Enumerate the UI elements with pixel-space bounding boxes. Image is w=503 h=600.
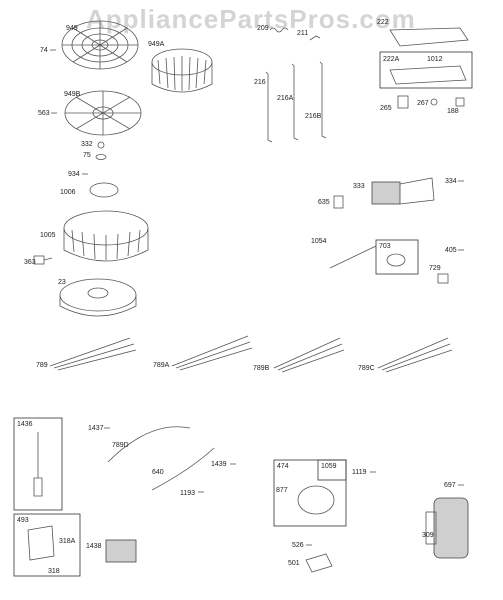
label-635: 635 — [318, 199, 330, 206]
label-1006: 1006 — [60, 189, 76, 196]
label-267: 267 — [417, 100, 429, 107]
part-949-shroud[interactable] — [61, 20, 139, 70]
part-265[interactable] — [397, 95, 409, 109]
label-1005: 1005 — [40, 232, 56, 239]
label-1054: 1054 — [311, 238, 327, 245]
label-222A: 222A — [383, 56, 400, 63]
label-526: 526 — [292, 542, 304, 549]
nut-332[interactable] — [97, 141, 105, 149]
part-729[interactable] — [437, 273, 449, 284]
label-74: 74 — [40, 47, 48, 54]
part-501[interactable] — [305, 553, 333, 573]
label-474: 474 — [277, 463, 289, 470]
label-789B: 789B — [253, 365, 270, 372]
box-1059 — [317, 459, 347, 481]
rod-216B[interactable] — [319, 61, 327, 139]
alternator-877[interactable] — [297, 485, 335, 515]
label-703: 703 — [379, 243, 391, 250]
label-1439: 1439 — [211, 461, 227, 468]
washer-75[interactable] — [95, 154, 107, 160]
connector-363[interactable] — [33, 255, 53, 265]
nut-188[interactable] — [455, 97, 465, 107]
label-1436: 1436 — [17, 421, 33, 428]
starter-309[interactable] — [425, 497, 469, 559]
label-1012: 1012 — [427, 56, 443, 63]
fan-1005[interactable] — [63, 210, 149, 262]
label-405: 405 — [445, 247, 457, 254]
box-703 — [375, 239, 419, 275]
label-934: 934 — [68, 171, 80, 178]
part-949B-plate[interactable] — [64, 90, 142, 136]
label-949A: 949A — [148, 41, 165, 48]
label-493: 493 — [17, 517, 29, 524]
label-188: 188 — [447, 108, 459, 115]
coil-333[interactable] — [371, 177, 435, 205]
box-474 — [273, 459, 347, 527]
label-789D: 789D — [112, 442, 129, 449]
module-1438[interactable] — [105, 539, 137, 563]
label-563: 563 — [38, 110, 50, 117]
clip-703[interactable] — [386, 253, 406, 267]
label-640: 640 — [152, 469, 164, 476]
flywheel-23[interactable] — [59, 278, 137, 317]
label-949B: 949B — [64, 91, 81, 98]
label-75: 75 — [83, 152, 91, 159]
screw-267[interactable] — [430, 98, 438, 106]
box-1436 — [13, 417, 63, 511]
part-1436[interactable] — [33, 432, 43, 497]
label-333: 333 — [353, 183, 365, 190]
lead-640[interactable] — [151, 447, 215, 491]
label-729: 729 — [429, 265, 441, 272]
harness-789A[interactable] — [171, 335, 253, 371]
cup-1006[interactable] — [89, 182, 119, 198]
label-1119: 1119 — [352, 469, 367, 476]
box-222A — [379, 51, 473, 89]
harness-789[interactable] — [49, 337, 137, 371]
label-697: 697 — [444, 482, 456, 489]
label-789A: 789A — [153, 362, 170, 369]
label-334: 334 — [445, 178, 457, 185]
label-1438: 1438 — [86, 543, 102, 550]
label-1059: 1059 — [321, 463, 337, 470]
harness-789B[interactable] — [273, 337, 345, 373]
boot-635[interactable] — [333, 195, 344, 209]
label-309: 309 — [422, 532, 434, 539]
label-501: 501 — [288, 560, 300, 567]
label-209: 209 — [257, 25, 269, 32]
bracket-222[interactable] — [389, 27, 469, 47]
rod-216A[interactable] — [291, 63, 299, 141]
label-332: 332 — [81, 141, 93, 148]
label-216B: 216B — [305, 113, 322, 120]
label-318: 318 — [48, 568, 60, 575]
label-216A: 216A — [277, 95, 294, 102]
label-211: 211 — [297, 30, 308, 37]
part-949A-screen[interactable] — [151, 48, 213, 93]
bracket-493[interactable] — [27, 525, 55, 561]
bracket-222A[interactable] — [389, 65, 467, 85]
watermark: AppliancePartsPros.com — [86, 4, 416, 34]
label-1437: 1437 — [88, 425, 104, 432]
rod-216[interactable] — [265, 71, 273, 143]
label-789C: 789C — [358, 365, 375, 372]
label-877: 877 — [276, 487, 288, 494]
label-1193: 1193 — [180, 490, 195, 497]
label-363: 363 — [24, 259, 36, 266]
label-222: 222 — [377, 19, 389, 26]
harness-789C[interactable] — [377, 337, 453, 373]
label-265: 265 — [380, 105, 392, 112]
label-318A: 318A — [59, 538, 76, 545]
label-23: 23 — [58, 279, 66, 286]
tie-1054[interactable] — [329, 245, 377, 269]
harness-789D[interactable] — [107, 426, 191, 463]
label-949: 949 — [66, 25, 78, 32]
label-216: 216 — [254, 79, 266, 86]
box-493 — [13, 513, 81, 577]
spring-209[interactable] — [269, 27, 289, 33]
label-789: 789 — [36, 362, 48, 369]
spring-211[interactable] — [309, 35, 321, 41]
